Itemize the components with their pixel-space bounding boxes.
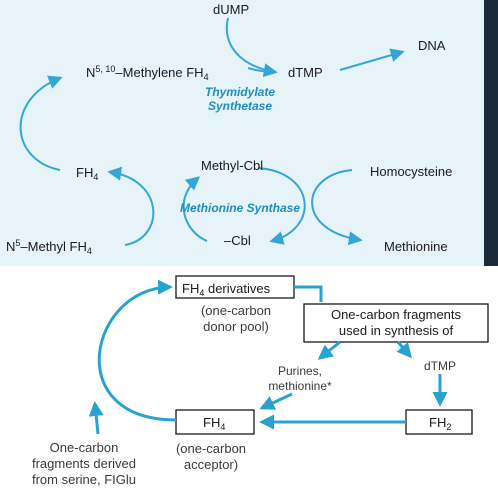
label-acceptor-1: (one-carbon	[176, 441, 246, 456]
label-methyl-cbl: Methyl-Cbl	[201, 158, 263, 173]
arrow-loop-to-fh4-derivatives	[97, 279, 177, 422]
label-derived-2: fragments derived	[32, 456, 136, 471]
box-fh4	[175, 409, 255, 435]
top-panel-right-border	[484, 0, 498, 266]
label-methionine-star: methionine*	[268, 379, 332, 393]
enzyme-methionine-synthase: Methionine Synthase	[180, 201, 300, 215]
top-panel-background	[0, 0, 484, 266]
arrow-dump-to-dtmp	[225, 17, 278, 78]
label-cbl: –Cbl	[224, 233, 251, 248]
label-dtmp-bottom: dTMP	[424, 359, 456, 373]
label-dna: DNA	[418, 38, 446, 53]
arrow-cbl-to-methylcbl	[182, 176, 208, 242]
arrow-n5methyl-to-fh4	[107, 166, 155, 246]
label-homocysteine: Homocysteine	[370, 164, 452, 179]
label-fragments-used-2: used in synthesis of	[339, 323, 454, 338]
arrow-dtmp-to-dna	[339, 48, 405, 71]
label-methionine: Methionine	[384, 239, 448, 254]
label-donor-pool-2: donor pool)	[203, 319, 269, 334]
arrow-fragments-to-purines	[317, 340, 341, 360]
label-derived-3: from serine, FIGlu	[32, 472, 136, 487]
label-fh4-top: FH4	[76, 165, 98, 182]
label-acceptor-2: acceptor)	[184, 457, 238, 472]
label-n5-methyl-fh4: N5–Methyl FH4	[6, 238, 92, 256]
label-methylene-fh4: N5, 10–Methylene FH4	[86, 64, 209, 82]
label-fh4-derivatives: FH4 derivatives	[182, 281, 271, 298]
label-fh4-bottom: FH4	[203, 415, 225, 432]
label-donor-pool-1: (one-carbon	[201, 303, 271, 318]
arrow-derived-fragments	[88, 401, 104, 435]
label-fragments-used-1: One-carbon fragments	[331, 307, 462, 322]
label-dtmp-top: dTMP	[288, 65, 323, 80]
arrow-fh4-to-methylene	[19, 75, 63, 171]
arrow-homocysteine-to-methionine	[311, 169, 363, 246]
arrow-methylcbl-to-cbl	[257, 167, 306, 245]
arrow-fragments-to-dtmp	[396, 341, 412, 359]
label-derived-1: One-carbon	[50, 440, 119, 455]
label-purines: Purines,	[278, 364, 322, 378]
label-fh2: FH2	[429, 415, 451, 432]
bottom-panel-right-border	[493, 266, 498, 491]
arrow-methylene-into-dtmp	[247, 67, 276, 73]
label-dump: dUMP	[213, 2, 249, 17]
enzyme-synthetase: Synthetase	[208, 99, 272, 113]
enzyme-thymidylate: Thymidylate	[205, 85, 275, 99]
arrow-purines-to-fh4	[259, 392, 293, 410]
box-fragments-used	[303, 303, 489, 343]
arrow-derivatives-to-fragments	[294, 285, 323, 302]
